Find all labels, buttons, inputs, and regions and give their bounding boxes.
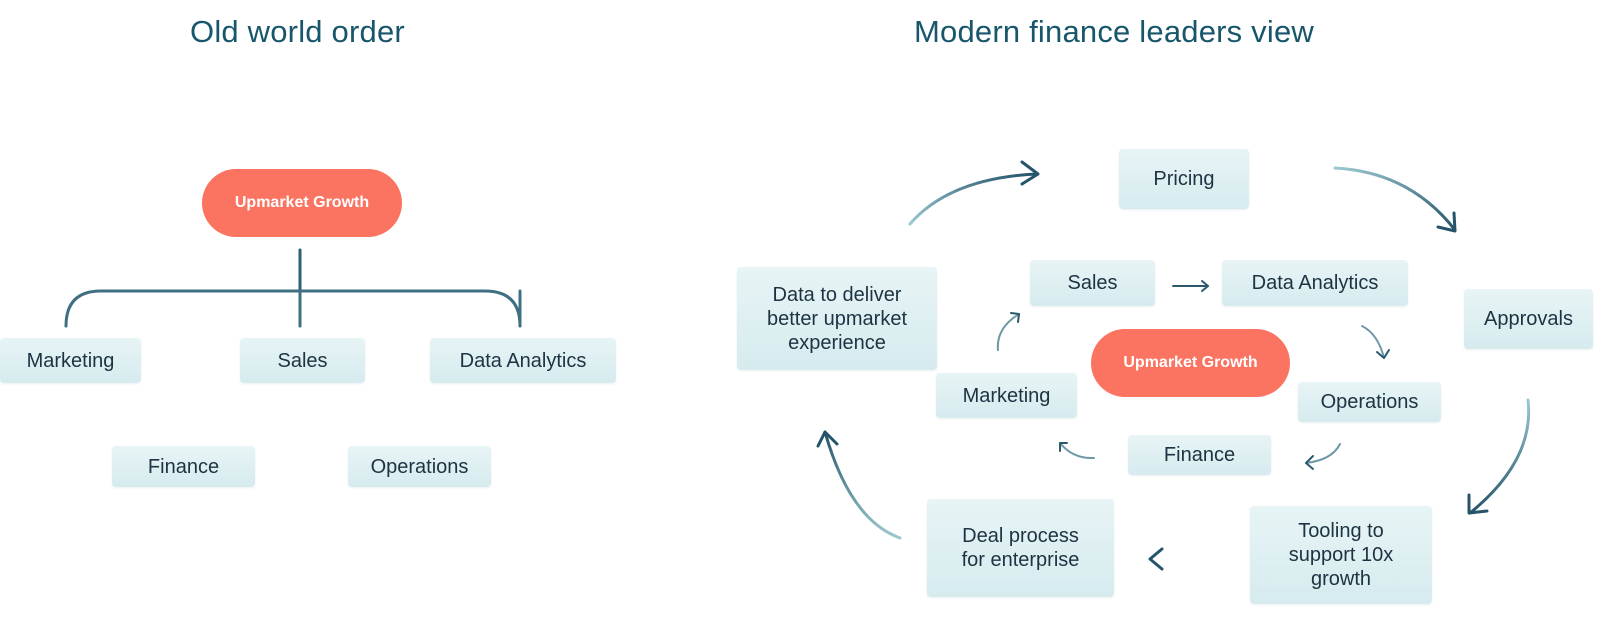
left-upmarket-growth-pill: Upmarket Growth (202, 169, 402, 237)
arrow-deal-to-data (823, 430, 902, 540)
arrow-operations-to-finance-head (1305, 455, 1314, 470)
right-inner-operations: Operations (1298, 382, 1441, 422)
arrow-marketing-to-sales-head (1010, 312, 1020, 323)
arrow-data-analytics-to-operations (1361, 325, 1385, 359)
arrow-marketing-to-sales (996, 313, 1020, 351)
right-panel-title: Modern finance leaders view (914, 14, 1314, 49)
left-node-data-analytics: Data Analytics (430, 338, 616, 383)
left-node-finance: Finance (112, 446, 255, 487)
right-outer-data-experience: Data to deliver better upmarket experien… (737, 267, 937, 370)
left-node-operations: Operations (348, 446, 491, 487)
arrow-data-to-pricing (908, 172, 1039, 226)
arrow-finance-to-marketing (1059, 442, 1095, 460)
left-node-marketing: Marketing (0, 338, 141, 383)
right-outer-deal-process: Deal process for enterprise (927, 499, 1114, 597)
right-inner-data-analytics: Data Analytics (1222, 260, 1408, 306)
arrow-pricing-to-approvals-head (1436, 211, 1457, 233)
arrow-operations-to-finance (1305, 443, 1341, 464)
right-inner-marketing: Marketing (936, 373, 1077, 418)
arrow-pricing-to-approvals (1333, 166, 1457, 232)
outer-cycle-arrows (816, 160, 1531, 571)
tree-crossbar (64, 289, 522, 328)
right-inner-finance: Finance (1128, 435, 1271, 475)
right-outer-pricing: Pricing (1119, 149, 1249, 209)
arrow-tooling-to-deal-head (1148, 547, 1164, 571)
left-panel-title: Old world order (190, 14, 405, 49)
arrow-data-to-pricing-head (1020, 160, 1040, 186)
right-outer-approvals: Approvals (1464, 289, 1593, 349)
arrow-approvals-to-tooling-head (1467, 493, 1489, 515)
right-outer-tooling: Tooling to support 10x growth (1250, 506, 1432, 604)
arrow-sales-to-data-analytics-head (1201, 280, 1209, 292)
left-node-sales: Sales (240, 338, 365, 383)
arrow-approvals-to-tooling (1468, 398, 1531, 515)
right-upmarket-growth-pill: Upmarket Growth (1091, 329, 1290, 397)
hierarchy-tree (64, 248, 522, 434)
arrow-finance-to-marketing-head (1059, 442, 1068, 452)
arrow-data-analytics-to-operations-head (1376, 349, 1390, 359)
inner-cycle-arrows (996, 280, 1390, 470)
arrow-deal-to-data-head (816, 430, 839, 448)
right-inner-sales: Sales (1030, 260, 1155, 306)
